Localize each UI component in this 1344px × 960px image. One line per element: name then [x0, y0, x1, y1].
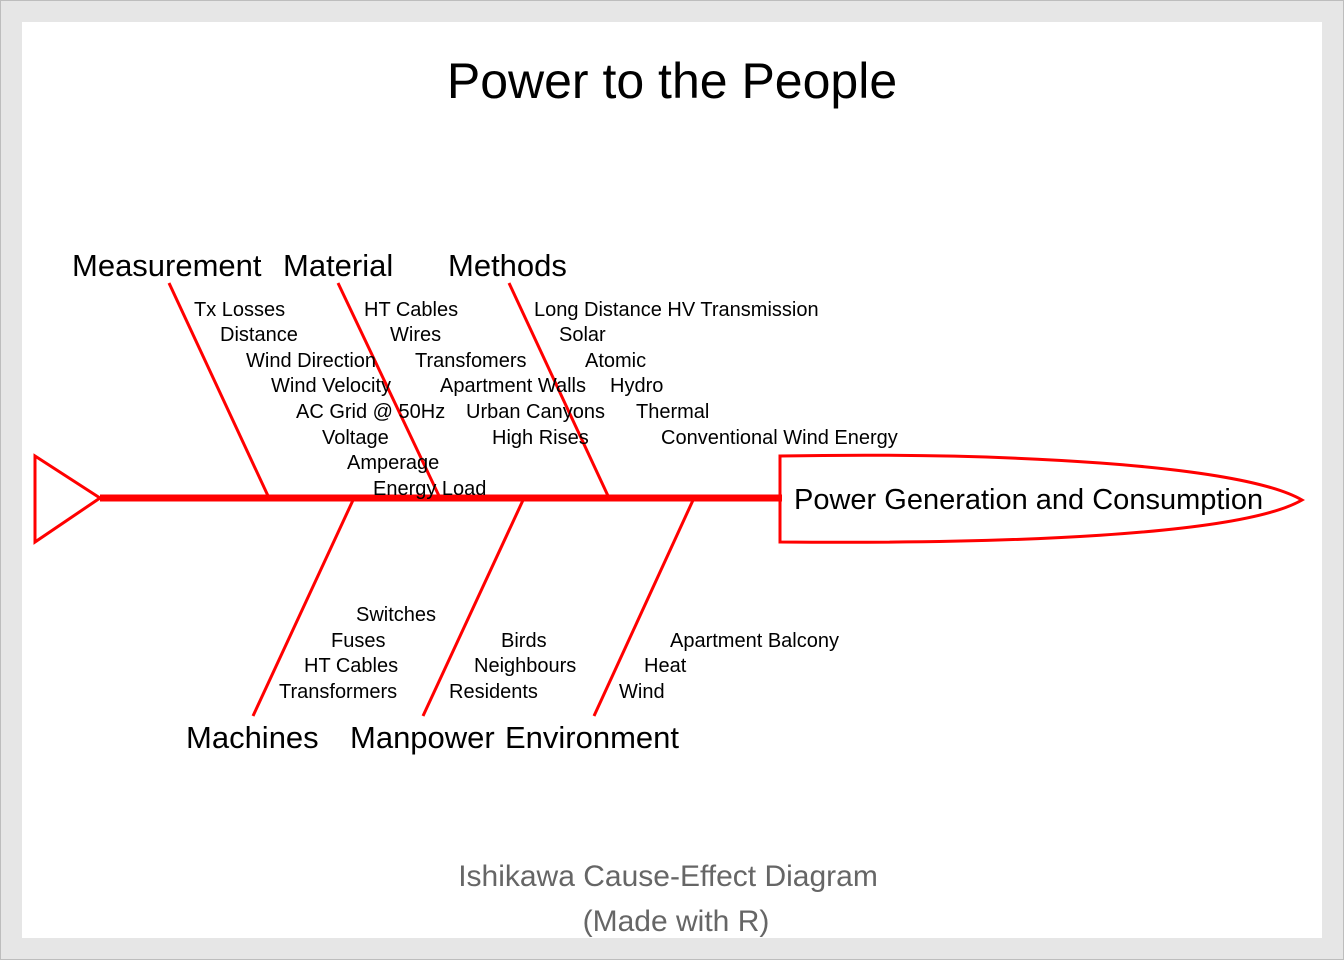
cause-item: Conventional Wind Energy [661, 427, 898, 449]
category-machines: Machines [186, 720, 319, 755]
cause-item: Energy Load [373, 478, 487, 500]
cause-item: Birds [501, 630, 547, 652]
bone-manpower [421, 497, 526, 717]
cause-item: Wind [619, 681, 665, 703]
cause-item: Fuses [331, 630, 386, 652]
cause-item: Urban Canyons [466, 401, 605, 423]
cause-item: Long Distance HV Transmission [534, 299, 819, 321]
cause-item: Apartment Balcony [670, 630, 839, 652]
cause-item: Transformers [279, 681, 398, 703]
cause-item: Wires [390, 324, 442, 346]
fish-tail [33, 453, 103, 545]
cause-item: Tx Losses [194, 299, 286, 321]
cause-item: Distance [220, 324, 298, 346]
cause-item: Transfomers [415, 350, 527, 372]
cause-item: Apartment Walls [440, 375, 586, 397]
bone-machines [251, 497, 356, 717]
cause-item: Hydro [610, 375, 664, 397]
category-measurement: Measurement [72, 248, 262, 283]
cause-item: Wind Direction [246, 350, 377, 372]
cause-item: Amperage [347, 452, 440, 474]
plot-panel [22, 22, 1322, 938]
cause-item: Heat [644, 655, 687, 677]
category-methods: Methods [448, 248, 567, 283]
cause-item: Neighbours [474, 655, 577, 677]
cause-item: HT Cables [364, 299, 459, 321]
category-environment: Environment [505, 720, 680, 755]
caption-line-1: Ishikawa Cause-Effect Diagram [458, 860, 878, 893]
cause-item: Switches [356, 604, 437, 626]
cause-item: HT Cables [304, 655, 399, 677]
diagram-title: Power to the People [446, 53, 898, 109]
bone-material [336, 282, 442, 499]
caption-line-2: (Made with R) [582, 905, 770, 938]
cause-item: Thermal [636, 401, 710, 423]
cause-item: Wind Velocity [271, 375, 392, 397]
bone-measurement [167, 282, 271, 499]
cause-item: Voltage [322, 427, 389, 449]
cause-item: Residents [449, 681, 538, 703]
bone-methods [507, 282, 611, 499]
cause-item: Solar [559, 324, 606, 346]
cause-item: High Rises [492, 427, 589, 449]
fish-head [778, 453, 1305, 544]
cause-item: Atomic [585, 350, 647, 372]
category-material: Material [283, 248, 394, 283]
bone-environment [592, 497, 696, 717]
effect-label: Power Generation and Consumption [794, 484, 1264, 516]
cause-item: AC Grid @ 50Hz [296, 401, 446, 423]
category-manpower: Manpower [350, 720, 495, 755]
